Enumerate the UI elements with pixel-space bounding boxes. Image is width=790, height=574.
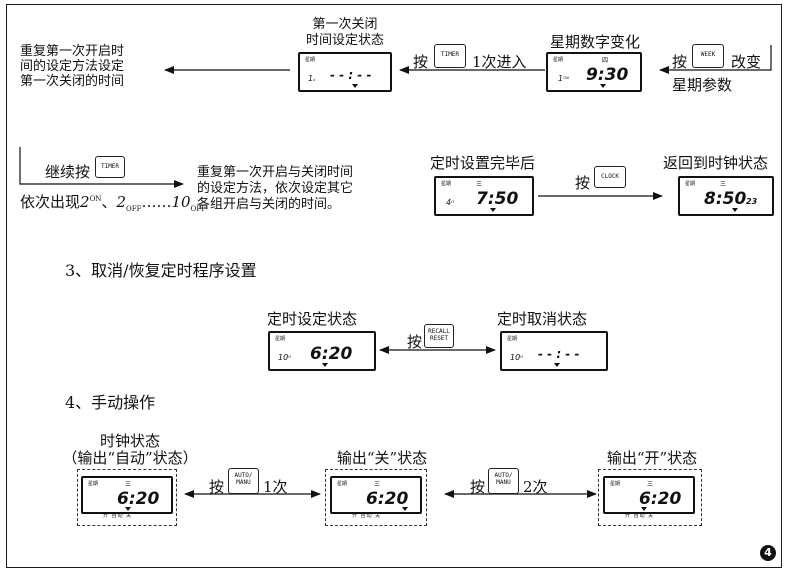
auto-manu-key-2[interactable]: AUTO/MANU xyxy=(488,468,519,494)
lcd-first-off: 星期 1ₒ - - : - - xyxy=(298,52,392,92)
week-title: 星期数字变化 xyxy=(549,33,640,51)
lcd-on: 星期 三 6:20 xyxy=(603,476,695,514)
page-frame xyxy=(6,4,782,568)
clock-state-title-1: 时钟状态 xyxy=(99,432,160,450)
press-label: 按 xyxy=(413,53,429,71)
lcd-auto: 星期 三 6:20 xyxy=(81,476,173,514)
lcd-week-label: 星期 xyxy=(337,481,348,487)
press-clock-label: 按 xyxy=(575,174,591,192)
left-note-line-2: 间的设定方法设定 xyxy=(20,59,125,74)
press-week-label: 按 xyxy=(672,53,688,71)
lcd-clock: 星期 三 8:50 23 xyxy=(678,176,774,216)
lcd-weekday: 三 xyxy=(476,181,483,188)
repeat-note-line-1: 重复第一次开启与关闭时间 xyxy=(197,165,354,180)
left-note-line-1: 重复第一次开启时 xyxy=(20,44,125,59)
lcd-pointer-icon xyxy=(732,208,738,212)
arrow-week-key-entry xyxy=(659,45,772,74)
lcd-pointer-icon xyxy=(554,363,560,367)
lcd-weekday: 三 xyxy=(647,481,654,488)
lcd-timer-set: 星期 10ᴼ 6:20 xyxy=(268,331,376,371)
lcd-pointer-icon xyxy=(352,84,358,88)
lcd-time: 6:20 xyxy=(310,344,353,364)
lcd-done: 星期 三 4ᴼ 7:50 xyxy=(434,176,534,216)
lcd-time-blank: - - : - - xyxy=(330,68,372,82)
week-key[interactable]: WEEK xyxy=(692,44,724,68)
done-title: 定时设置完毕后 xyxy=(430,154,536,172)
press-auto-2-label: 按 xyxy=(470,478,486,496)
continue-press-label: 继续按 xyxy=(45,163,91,181)
off-state-title: 输出“关”状态 xyxy=(336,449,428,467)
off-title-line-1: 第一次关闭 xyxy=(312,17,378,32)
lcd-week-label: 星期 xyxy=(553,57,564,63)
lcd-time: 6:20 xyxy=(366,489,409,509)
on-legend: 开 自动 关 xyxy=(625,513,655,519)
off-state-box xyxy=(325,469,427,526)
auto-state-box xyxy=(77,469,177,526)
cancel-state-title: 定时取消状态 xyxy=(497,310,588,328)
lcd-week-label: 星期 xyxy=(610,481,621,487)
times-2-label: 2次 xyxy=(523,478,548,496)
lcd-program-number: 4ᴼ xyxy=(446,198,455,207)
lcd-time-blank: - - : - - xyxy=(538,347,580,361)
section-3-heading: 3、取消/恢复定时程序设置 xyxy=(65,261,257,280)
lcd-weekday: 三 xyxy=(720,181,727,188)
sequence-text: 依次出现2ON、2OFF……10OFF xyxy=(20,193,206,213)
lcd-pointer-icon xyxy=(322,363,328,367)
lcd-time: 8:50 xyxy=(704,189,747,209)
auto-legend: 开 自动 关 xyxy=(103,513,133,519)
lcd-week-label: 星期 xyxy=(441,181,452,187)
lcd-program-number: 1ₒ xyxy=(308,74,316,83)
lcd-pointer-icon xyxy=(402,507,408,511)
on-state-title: 输出“开”状态 xyxy=(606,449,698,467)
lcd-pointer-icon xyxy=(600,84,606,88)
lcd-time: 7:50 xyxy=(476,189,519,209)
press-recall-label: 按 xyxy=(407,333,423,351)
lcd-weekday: 三 xyxy=(125,481,132,488)
press-auto-1-label: 按 xyxy=(209,478,225,496)
lcd-week-label: 星期 xyxy=(275,336,286,342)
clock-state-title-2: （输出“自动”状态） xyxy=(62,449,198,467)
off-title-line-2: 时间设定状态 xyxy=(305,33,384,48)
clock-key[interactable]: CLOCK xyxy=(594,166,626,188)
lcd-pointer-icon xyxy=(490,208,496,212)
timer-key-continue[interactable]: TIMER xyxy=(95,156,125,178)
lcd-time: 9:30 xyxy=(586,65,629,85)
lcd-program-number: 10ᴼ xyxy=(278,353,292,362)
return-title: 返回到时钟状态 xyxy=(663,154,769,172)
repeat-note-line-2: 的设定方法，依次设定其它 xyxy=(197,181,354,196)
lcd-pointer-icon xyxy=(641,507,647,511)
set-state-title: 定时设定状态 xyxy=(267,310,358,328)
left-note-line-3: 第一次关闭的时间 xyxy=(20,74,125,89)
lcd-pointer-icon xyxy=(125,507,131,511)
enter-once-label: 1次进入 xyxy=(472,53,527,71)
lcd-program-number: 1ᴼᴺ xyxy=(558,74,569,83)
lcd-seconds: 23 xyxy=(746,197,758,206)
page-number-badge: 4 xyxy=(760,545,776,561)
lcd-week-label: 星期 xyxy=(685,181,696,187)
lcd-week-label: 星期 xyxy=(305,57,316,63)
section-4-heading: 4、手动操作 xyxy=(65,393,156,412)
change-label: 改变 xyxy=(731,53,762,71)
lcd-week-label: 星期 xyxy=(88,481,99,487)
arrow-continue-timer xyxy=(19,147,184,188)
lcd-timer-cancelled: 星期 10ᴼ - - : - - xyxy=(500,331,608,371)
lcd-weekday: 四 xyxy=(602,57,609,64)
on-state-box xyxy=(598,469,702,526)
lcd-weekday: 三 xyxy=(374,481,381,488)
lcd-off: 星期 三 6:20 xyxy=(330,476,422,514)
times-1-label: 1次 xyxy=(263,478,288,496)
off-legend: 开 自动 关 xyxy=(352,513,382,519)
lcd-time: 6:20 xyxy=(639,489,682,509)
lcd-week-change: 星期 四 1ᴼᴺ 9:30 xyxy=(546,52,642,92)
week-param-label: 星期参数 xyxy=(672,76,733,94)
repeat-note-line-3: 各组开启与关闭的时间。 xyxy=(197,197,341,212)
auto-manu-key-1[interactable]: AUTO/MANU xyxy=(228,468,259,494)
lcd-time: 6:20 xyxy=(117,489,160,509)
lcd-program-number: 10ᴼ xyxy=(510,353,524,362)
timer-key[interactable]: TIMER xyxy=(434,44,466,68)
lcd-week-label: 星期 xyxy=(507,336,518,342)
